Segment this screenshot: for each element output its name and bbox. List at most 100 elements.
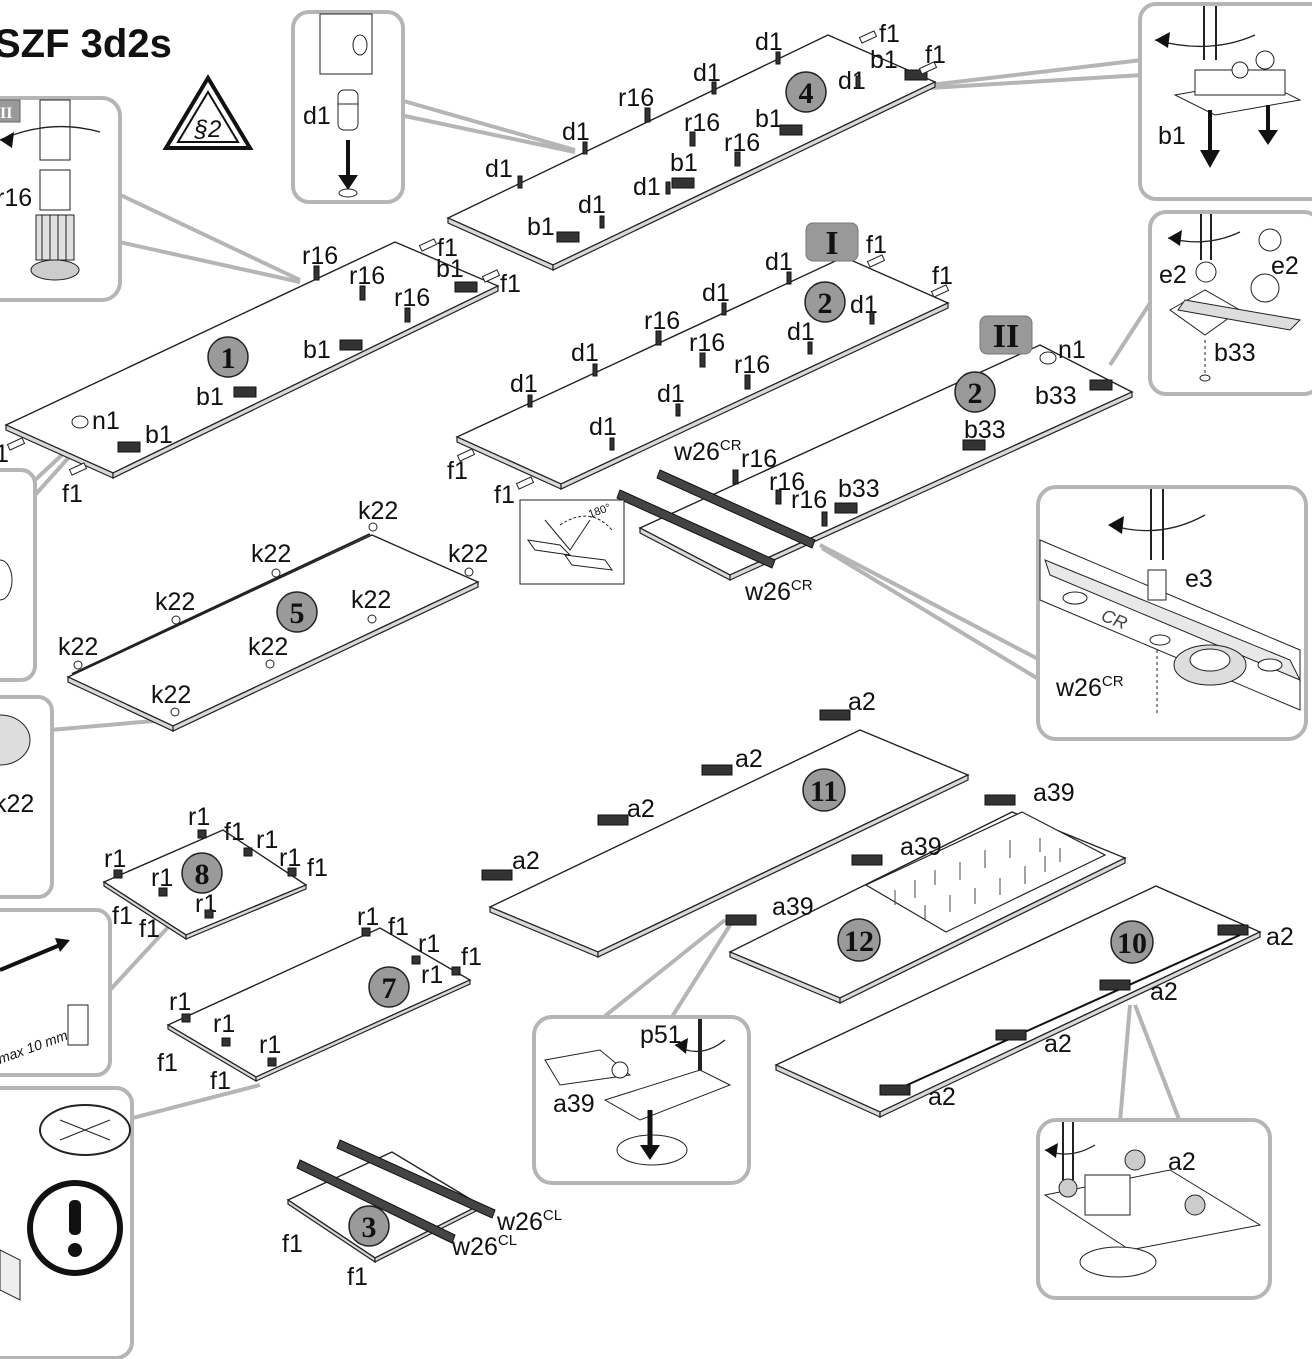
label-r16: r16 — [791, 486, 827, 514]
label-d1: d1 — [702, 279, 730, 307]
label-n1: n1 — [1058, 336, 1086, 364]
label-d1: d1 — [657, 380, 685, 408]
callout-left-partials: k22 max 10 mm — [0, 438, 261, 1359]
label-r1: r1 — [279, 844, 301, 872]
board-2-upper: I 2 f1 f1 d1 d1 d1 r16 r16 d1 r16 d1 d1 … — [447, 222, 953, 509]
callout-r16-screw: II r16 — [0, 96, 301, 302]
label-r16: r16 — [644, 307, 680, 335]
label-k22: k22 — [248, 633, 288, 661]
label-a2-callout: a2 — [1168, 1148, 1196, 1176]
label-r16: r16 — [769, 468, 805, 496]
board-8-number: 8 — [195, 858, 210, 891]
label-r16: r16 — [0, 184, 32, 212]
label-f1: f1 — [388, 913, 409, 941]
warning-sign-text: §2 — [194, 116, 222, 143]
label-k22: k22 — [358, 497, 398, 525]
label-a2: a2 — [848, 688, 876, 716]
label-k22: k22 — [448, 540, 488, 568]
label-r1: r1 — [418, 930, 440, 958]
board-5-number: 5 — [290, 597, 305, 630]
label-p51: p51 — [640, 1021, 682, 1049]
callout-e2-b33: e2 e2 b33 — [1108, 210, 1312, 396]
label-r1: r1 — [151, 864, 173, 892]
label-k22: k22 — [351, 586, 391, 614]
label-f1: f1 — [157, 1049, 178, 1077]
board-5: 5 k22 k22 k22 k22 k22 k22 k22 k22 — [58, 497, 488, 732]
label-k22: k22 — [151, 681, 191, 709]
label-d1: d1 — [562, 118, 590, 146]
label-r16: r16 — [689, 329, 725, 357]
board-2-upper-number: 2 — [818, 287, 833, 320]
roman-marker-II: II — [993, 318, 1019, 355]
label-a2: a2 — [928, 1083, 956, 1111]
board-1: 1 r16 r16 r16 b1 f1 f1 b1 b1 b1 n1 f1 f1 — [0, 234, 521, 508]
board-4: 4 d1 d1 d1 r16 r16 r16 b1 b1 d1 b1 d1 d1… — [446, 20, 946, 271]
label-r1: r1 — [421, 961, 443, 989]
board-11: 11 a2 a2 a2 a2 — [481, 688, 970, 958]
label-a2: a2 — [512, 847, 540, 875]
warning-sign: §2 — [162, 74, 254, 150]
label-b33: b33 — [1035, 382, 1077, 410]
label-r16: r16 — [302, 242, 338, 270]
board-10: 10 a2 a2 a2 a2 — [774, 885, 1294, 1118]
label-b33: b33 — [838, 475, 880, 503]
page-title: SZF 3d2s — [0, 22, 172, 66]
label-f1: f1 — [500, 270, 521, 298]
label-k22: k22 — [251, 540, 291, 568]
label-r1: r1 — [357, 903, 379, 931]
callout-b1-mount: b1 — [929, 2, 1312, 201]
label-b1: b1 — [436, 255, 464, 283]
label-a39: a39 — [900, 833, 942, 861]
label-f1: f1 — [210, 1067, 231, 1095]
board-4-number: 4 — [799, 77, 814, 110]
label-r1: r1 — [169, 988, 191, 1016]
label-b1: b1 — [1158, 122, 1186, 150]
label-k22-callout: k22 — [0, 790, 34, 818]
label-k22: k22 — [155, 588, 195, 616]
label-e2-left: e2 — [1159, 261, 1187, 289]
label-d1: d1 — [633, 173, 661, 201]
label-f1: f1 — [139, 915, 160, 943]
label-r16: r16 — [734, 351, 770, 379]
label-d1: d1 — [589, 413, 617, 441]
opening-angle-inset: 180° — [519, 499, 625, 585]
label-r16: r16 — [684, 109, 720, 137]
label-a39: a39 — [772, 893, 814, 921]
label-a39-callout: a39 — [553, 1090, 595, 1118]
label-b33: b33 — [1214, 339, 1256, 367]
label-r16: r16 — [349, 262, 385, 290]
label-d1: d1 — [765, 248, 793, 276]
roman-marker-small: II — [0, 105, 12, 122]
label-k22: k22 — [58, 633, 98, 661]
label-a2: a2 — [735, 745, 763, 773]
label-b1: b1 — [870, 46, 898, 74]
label-f1: f1 — [62, 480, 83, 508]
label-f1: f1 — [224, 818, 245, 846]
label-r16: r16 — [394, 284, 430, 312]
label-f1: f1 — [494, 481, 515, 509]
label-w26-cr-callout: w26CR — [1055, 673, 1124, 702]
label-f1: f1 — [879, 20, 900, 48]
label-r16: r16 — [741, 445, 777, 473]
label-d1: d1 — [303, 102, 331, 130]
label-n1: n1 — [92, 407, 120, 435]
label-b33: b33 — [964, 416, 1006, 444]
label-w26-cl-top: w26CL — [496, 1207, 562, 1236]
label-f1: f1 — [866, 231, 887, 259]
label-d1: d1 — [571, 339, 599, 367]
label-b1: b1 — [527, 213, 555, 241]
label-f1: f1 — [437, 234, 458, 262]
label-a39: a39 — [1033, 779, 1075, 807]
board-2-lower-number: 2 — [968, 377, 983, 410]
label-r16: r16 — [724, 129, 760, 157]
label-f1: f1 — [282, 1230, 303, 1258]
label-d1: d1 — [755, 28, 783, 56]
label-d1: d1 — [787, 318, 815, 346]
label-d1: d1 — [838, 67, 866, 95]
board-7: 7 r1 f1 r1 f1 r1 r1 r1 r1 f1 f1 — [157, 903, 482, 1095]
label-a2: a2 — [1266, 923, 1294, 951]
label-f1: f1 — [447, 457, 468, 485]
label-a2: a2 — [1044, 1030, 1072, 1058]
label-b1: b1 — [670, 149, 698, 177]
